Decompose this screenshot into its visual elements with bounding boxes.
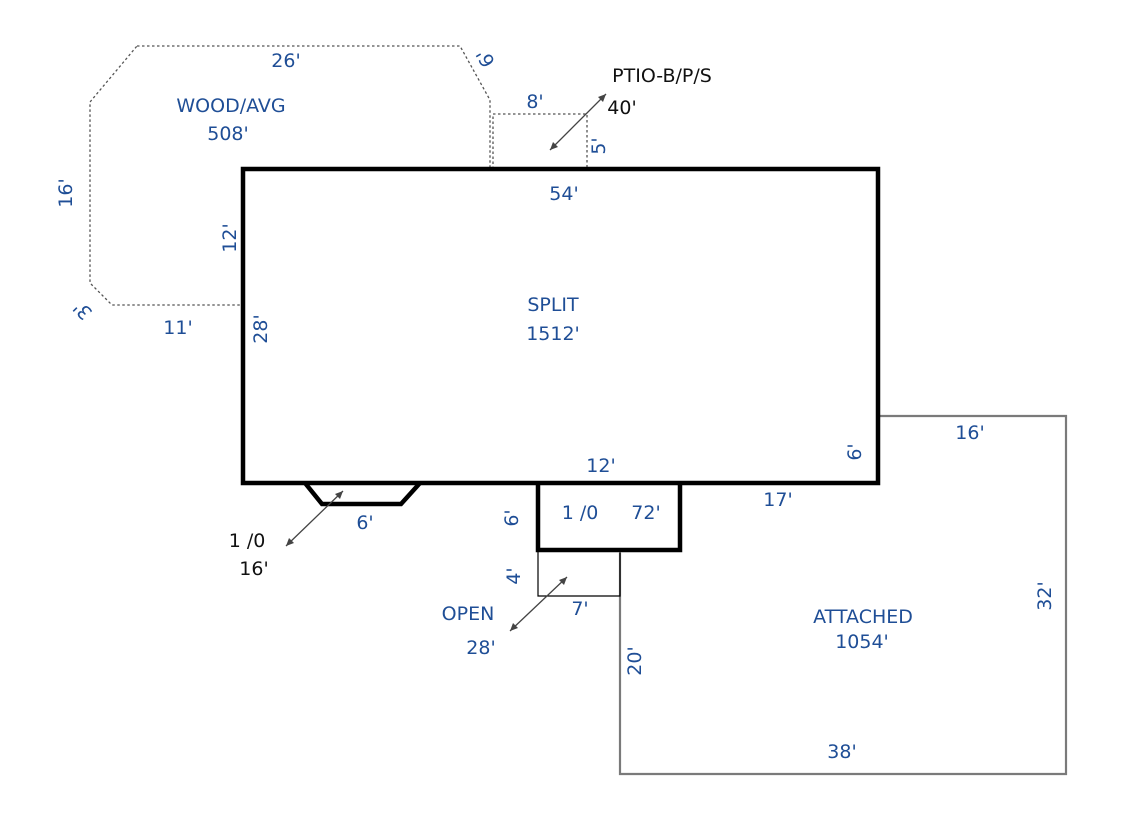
main-name-label: SPLIT [527, 294, 579, 316]
patio-arrow-icon [549, 93, 607, 151]
dim-main-right-small: 6' [844, 443, 866, 460]
dim-deck-left: 16' [55, 178, 77, 207]
dim-deck-diag-bottom: 3' [69, 296, 97, 324]
main-area-label: 1512' [526, 323, 580, 345]
patio-area-label: 40' [607, 97, 636, 119]
deck-name-label: WOOD/AVG [176, 95, 285, 117]
dim-bay-bottom: 6' [356, 512, 373, 534]
patio-name-label: PTIO-B/P/S [612, 65, 712, 87]
bay-arrow-icon [285, 490, 344, 547]
dim-garage-left: 20' [624, 646, 646, 675]
dim-garage-top: 16' [955, 422, 984, 444]
dim-main-top: 54' [549, 183, 578, 205]
dim-garage-top-left: 17' [763, 489, 792, 511]
dim-patio-right: 5' [588, 137, 610, 154]
bay-name-label: 1 /0 [229, 530, 266, 552]
patio-outline [492, 113, 588, 169]
dim-deck-bottom: 11' [163, 317, 192, 339]
deck-area-label: 508' [207, 123, 249, 145]
dim-garage-right: 32' [1034, 581, 1056, 610]
garage-name-label: ATTACHED [813, 606, 913, 628]
deck-outline [89, 45, 491, 306]
dim-patio-top: 8' [526, 91, 543, 113]
garage-outline [618, 414, 1068, 776]
porch-name-label: OPEN [442, 603, 495, 625]
dim-deck-diag-top: 6' [472, 45, 500, 71]
dim-porch-bottom: 7' [571, 598, 588, 620]
bay-window-outline [303, 481, 422, 507]
stoop-area-label: 72' [631, 502, 660, 524]
dim-deck-top: 26' [271, 50, 300, 72]
dim-porch-left: 4' [503, 567, 525, 584]
porch-outline [537, 550, 621, 597]
bay-area-label: 16' [239, 558, 268, 580]
dim-main-left: 28' [250, 314, 272, 343]
stoop-name-label: 1 /0 [562, 502, 599, 524]
stoop-outline [535, 483, 683, 553]
dim-main-bottom-mid: 12' [586, 455, 615, 477]
dim-deck-inner: 12' [219, 223, 241, 252]
dim-stoop-left: 6' [501, 509, 523, 526]
main-house-outline [240, 166, 881, 486]
porch-arrow-icon [509, 576, 568, 632]
porch-area-label: 28' [466, 637, 495, 659]
dim-garage-bottom: 38' [827, 741, 856, 763]
garage-area-label: 1054' [835, 631, 889, 653]
